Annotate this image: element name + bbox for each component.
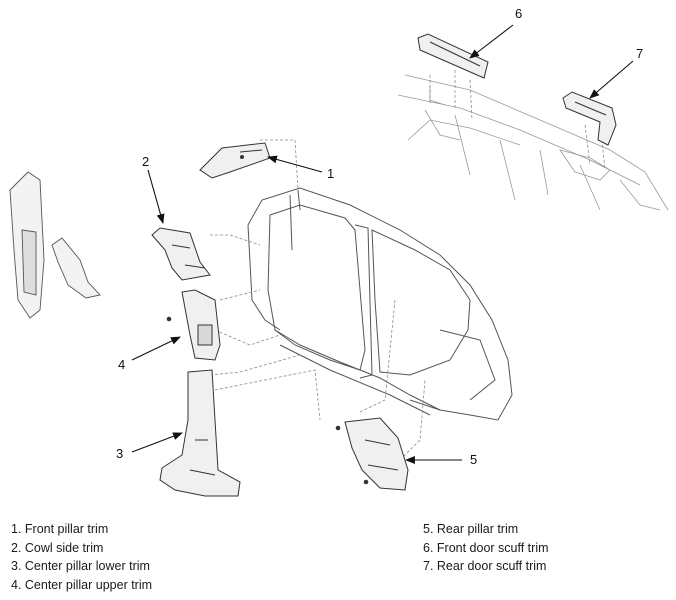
front-pillar-trim-part xyxy=(199,142,271,179)
callout-arrows xyxy=(131,24,634,464)
legend-item-center-pillar-upper-trim: 4. Center pillar upper trim xyxy=(11,577,153,592)
rear-pillar-trim-part xyxy=(335,417,409,491)
callout-5: 5 xyxy=(470,452,477,467)
legend-right-column: 5. Rear pillar trim 6. Front door scuff … xyxy=(423,520,549,576)
callout-4: 4 xyxy=(118,357,125,372)
callout-6: 6 xyxy=(515,6,522,21)
callout-7: 7 xyxy=(636,46,643,61)
front-door-scuff-trim-part xyxy=(417,33,489,79)
legend-left-column: 1. Front pillar trim 2. Cowl side trim 3… xyxy=(11,520,152,594)
legend-item-center-pillar-lower-trim: 3. Center pillar lower trim xyxy=(11,559,150,573)
cowl-side-trim-part xyxy=(151,227,211,281)
legend-item-front-pillar-trim: 1. Front pillar trim xyxy=(11,522,109,536)
pillar-detail-view xyxy=(9,171,101,319)
floor-structure xyxy=(397,74,669,211)
legend-item-rear-pillar-trim: 5. Rear pillar trim xyxy=(423,522,519,536)
callout-2: 2 xyxy=(142,154,149,169)
callout-1: 1 xyxy=(327,166,334,181)
center-pillar-upper-trim-part xyxy=(166,289,221,361)
legend-item-front-door-scuff-trim: 6. Front door scuff trim xyxy=(423,540,549,555)
legend-item-cowl-side-trim: 2. Cowl side trim xyxy=(11,540,104,555)
body-side-structure xyxy=(247,187,513,421)
center-pillar-lower-trim-part xyxy=(159,369,241,497)
legend-item-rear-door-scuff-trim: 7. Rear door scuff trim xyxy=(423,559,547,573)
callout-3: 3 xyxy=(116,446,123,461)
rear-door-scuff-trim-part xyxy=(562,91,617,146)
dashed-leader-lines xyxy=(209,70,606,461)
exploded-view-diagram: 1 2 3 4 5 6 7 xyxy=(9,6,669,497)
